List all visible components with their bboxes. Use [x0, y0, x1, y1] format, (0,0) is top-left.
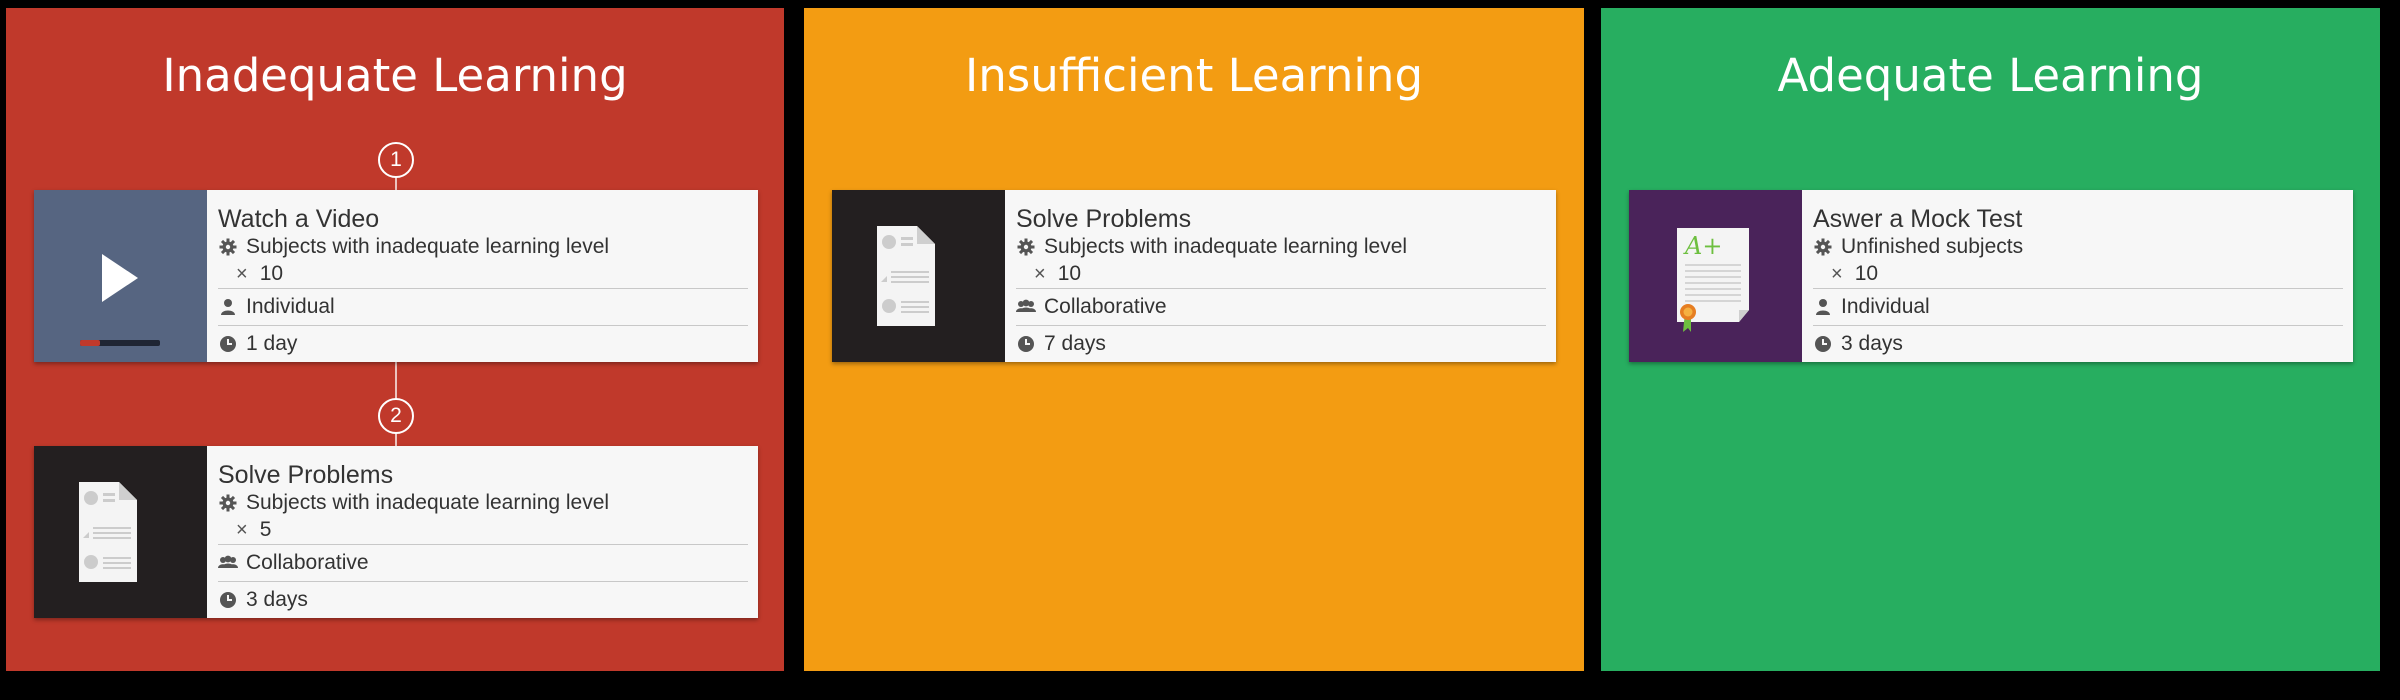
gear-icon — [1016, 237, 1036, 257]
activity-card-solve-problems[interactable]: Solve Problems Subjects with inadequate … — [832, 190, 1556, 362]
card-count: 10 — [1854, 262, 1879, 285]
card-duration: 7 days — [1044, 332, 1106, 355]
card-subjects: Subjects with inadequate learning level — [246, 491, 610, 514]
gear-icon — [1813, 237, 1833, 257]
card-duration: 3 days — [1841, 332, 1903, 355]
panel-title: Inadequate Learning — [162, 49, 628, 102]
times-icon: × — [236, 519, 248, 541]
mock-test-thumbnail[interactable]: A+ — [1629, 190, 1802, 362]
card-duration: 1 day — [246, 332, 298, 355]
times-icon: × — [1034, 263, 1046, 285]
card-title: Solve Problems — [1016, 205, 1192, 233]
clock-icon — [1813, 334, 1833, 354]
card-title: Solve Problems — [218, 461, 394, 489]
activity-card-mock-test[interactable]: A+ Aswer a Mock Test Unfinished subjects… — [1629, 190, 2353, 362]
card-subjects: Subjects with inadequate learning level — [246, 235, 610, 258]
activity-card-watch-video[interactable]: Watch a Video Subjects with inadequate l… — [34, 190, 758, 362]
worksheet-thumbnail[interactable] — [34, 446, 207, 618]
worksheet-thumbnail[interactable] — [832, 190, 1005, 362]
person-icon — [218, 297, 238, 317]
person-icon — [1813, 297, 1833, 317]
step-badge-2: 2 — [378, 398, 414, 434]
step-badge-1: 1 — [378, 142, 414, 178]
card-mode: Collaborative — [1044, 295, 1167, 318]
panel-insufficient: Insufficient Learning Solve Problems Sub… — [804, 8, 1584, 671]
clock-icon — [1016, 334, 1036, 354]
times-icon: × — [1831, 263, 1843, 285]
card-subjects: Unfinished subjects — [1841, 235, 2024, 258]
card-title: Aswer a Mock Test — [1813, 205, 2023, 233]
card-count: 10 — [259, 262, 284, 285]
gear-icon — [218, 237, 238, 257]
card-mode: Individual — [246, 295, 335, 318]
card-subjects: Subjects with inadequate learning level — [1044, 235, 1408, 258]
worksheet-icon — [79, 482, 137, 582]
panel-title: Adequate Learning — [1777, 49, 2204, 102]
card-mode: Collaborative — [246, 551, 369, 574]
panel-adequate: Adequate Learning A+ — [1601, 8, 2380, 671]
card-duration: 3 days — [246, 588, 308, 611]
worksheet-icon — [877, 226, 935, 326]
group-icon — [218, 553, 238, 573]
activity-card-solve-problems[interactable]: Solve Problems Subjects with inadequate … — [34, 446, 758, 618]
panel-inadequate: Inadequate Learning 1 2 Watch a Video Su… — [6, 8, 784, 671]
card-title: Watch a Video — [218, 205, 380, 233]
grade-label: A+ — [1683, 232, 1722, 260]
gear-icon — [218, 493, 238, 513]
video-play-icon — [80, 254, 160, 346]
card-mode: Individual — [1841, 295, 1930, 318]
graded-test-icon: A+ — [1677, 228, 1749, 332]
card-count: 5 — [259, 518, 272, 541]
panel-title: Insufficient Learning — [964, 49, 1424, 102]
video-thumbnail[interactable] — [34, 190, 207, 362]
times-icon: × — [236, 263, 248, 285]
card-count: 10 — [1057, 262, 1082, 285]
group-icon — [1016, 297, 1036, 317]
clock-icon — [218, 590, 238, 610]
clock-icon — [218, 334, 238, 354]
